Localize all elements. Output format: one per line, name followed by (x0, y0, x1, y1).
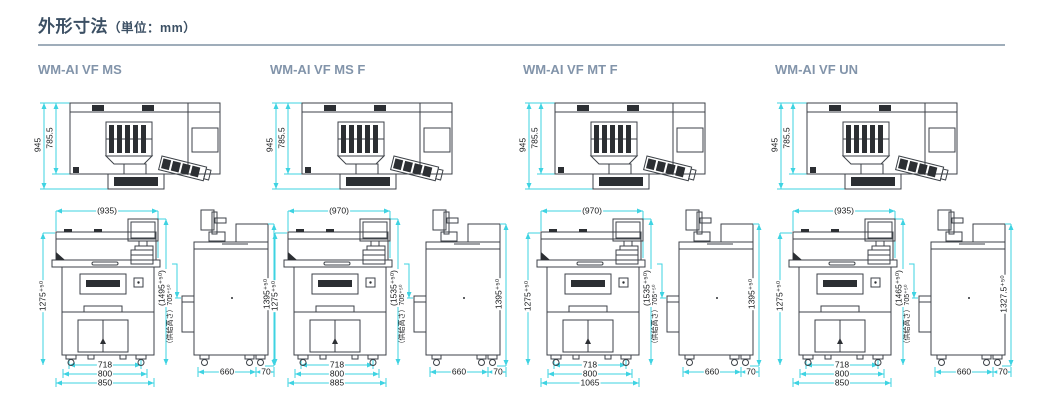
front-view: (970) 1275⁺⁵⁰ (1535⁺⁵⁰) （供給高さ）705⁺⁵⁰ 718… (268, 202, 414, 394)
dim-front-base-width-3: 1065 (579, 377, 601, 388)
dim-top-body-depth: 785.5 (44, 126, 55, 150)
machine-column-wm-ai-vf-ms: WM-AI VF MS 945 785.5 (935) 1275⁺⁵⁰ (149… (32, 62, 280, 407)
top-view: 945 785.5 (769, 98, 973, 194)
machine-column-wm-ai-vf-mt-f: WM-AI VF MT F 945 785.5 (970) 1275⁺⁵⁰ (1… (517, 62, 765, 407)
dim-front-supply-height: （供給高さ）705⁺⁵⁰ (399, 283, 407, 349)
dim-side-depth: 660 (218, 366, 236, 377)
title-divider (38, 44, 1005, 46)
dim-front-overall-height: (1495⁺⁵⁰) (156, 269, 167, 307)
top-view-drawing (39, 102, 221, 190)
dim-front-base-width-2: 800 (328, 368, 346, 379)
dim-front-base-width-1: 718 (833, 359, 851, 370)
dim-front-base-width-1: 718 (328, 359, 346, 370)
dim-side-depth: 660 (703, 366, 721, 377)
top-view-drawing (524, 102, 706, 190)
dim-front-base-width-2: 800 (96, 368, 114, 379)
dim-side-overall-height: 1395⁺⁵⁰ (493, 277, 504, 311)
top-view: 945 785.5 (264, 98, 468, 194)
dim-front-base-width-3: 885 (328, 377, 346, 388)
side-view: 1395⁺⁵⁰ 660 70 (666, 202, 765, 394)
top-view: 945 785.5 (517, 98, 721, 194)
dim-front-overall-width: (935) (96, 205, 118, 216)
dim-top-body-depth: 785.5 (276, 126, 287, 150)
dim-front-base-width-2: 800 (833, 368, 851, 379)
machine-column-wm-ai-vf-un: WM-AI VF UN 945 785.5 (935) 1275⁺⁵⁰ (146… (769, 62, 1017, 407)
dim-front-body-height: 1275⁺⁵⁰ (522, 279, 533, 313)
dim-front-overall-height: (1535⁺⁵⁰) (641, 269, 652, 307)
dim-front-supply-height: （供給高さ）705⁺⁵⁰ (652, 283, 660, 349)
dim-side-overall-height: 1395⁺⁵⁰ (746, 277, 757, 311)
dim-front-supply-height: （供給高さ）705⁺⁵⁰ (167, 283, 175, 349)
dim-top-overall-depth: 945 (264, 136, 275, 154)
dim-front-base-width-3: 850 (96, 377, 114, 388)
dim-top-body-depth: 785.5 (529, 126, 540, 150)
top-view: 945 785.5 (32, 98, 236, 194)
dim-front-overall-height: (1535⁺⁵⁰) (388, 269, 399, 307)
top-view-drawing (776, 102, 958, 190)
dim-top-body-depth: 785.5 (781, 126, 792, 150)
dim-front-overall-height: (1465⁺⁵⁰) (893, 269, 904, 307)
dim-front-overall-width: (970) (581, 205, 603, 216)
model-name: WM-AI VF MT F (523, 62, 618, 77)
side-view: 1327.5⁺⁵⁰ 660 70 (918, 202, 1017, 394)
dim-front-body-height: 1275⁺⁵⁰ (37, 279, 48, 313)
page-title-text: 外形寸法 (38, 17, 108, 36)
dim-front-base-width-2: 800 (581, 368, 599, 379)
dim-front-base-width-3: 850 (833, 377, 851, 388)
dim-front-body-height: 1275⁺⁵⁰ (269, 279, 280, 313)
model-name: WM-AI VF MS (38, 62, 122, 77)
dim-front-supply-height: （供給高さ）705⁺⁵⁰ (904, 283, 912, 349)
front-view: (970) 1275⁺⁵⁰ (1535⁺⁵⁰) （供給高さ）705⁺⁵⁰ 718… (521, 202, 667, 394)
dim-side-depth: 660 (450, 366, 468, 377)
dim-side-rear-clearance: 70 (745, 366, 757, 377)
dim-front-overall-width: (935) (833, 205, 855, 216)
front-view: (935) 1275⁺⁵⁰ (1465⁺⁵⁰) （供給高さ）705⁺⁵⁰ 718… (773, 202, 919, 394)
dim-front-base-width-1: 718 (96, 359, 114, 370)
dim-side-rear-clearance: 70 (997, 366, 1009, 377)
page-title-unit: （単位：mm） (108, 21, 197, 35)
dim-side-rear-clearance: 70 (492, 366, 504, 377)
model-name: WM-AI VF MS F (270, 62, 366, 77)
dim-front-overall-width: (970) (328, 205, 350, 216)
dim-top-overall-depth: 945 (769, 136, 780, 154)
front-view: (935) 1275⁺⁵⁰ (1495⁺⁵⁰) （供給高さ）705⁺⁵⁰ 718… (36, 202, 182, 394)
page-title: 外形寸法（単位：mm） (38, 12, 196, 37)
side-view: 1395⁺⁵⁰ 660 70 (413, 202, 512, 394)
dim-front-body-height: 1275⁺⁵⁰ (774, 279, 785, 313)
side-view: 1395⁺⁵⁰ 660 70 (181, 202, 280, 394)
dim-side-depth: 660 (955, 366, 973, 377)
model-name: WM-AI VF UN (775, 62, 859, 77)
dim-top-overall-depth: 945 (517, 136, 528, 154)
dim-side-overall-height: 1327.5⁺⁵⁰ (998, 274, 1009, 314)
dim-side-rear-clearance: 70 (260, 366, 272, 377)
machine-column-wm-ai-vf-ms-f: WM-AI VF MS F 945 785.5 (970) 1275⁺⁵⁰ (1… (264, 62, 512, 407)
top-view-drawing (271, 102, 453, 190)
dim-top-overall-depth: 945 (32, 136, 43, 154)
dim-front-base-width-1: 718 (581, 359, 599, 370)
